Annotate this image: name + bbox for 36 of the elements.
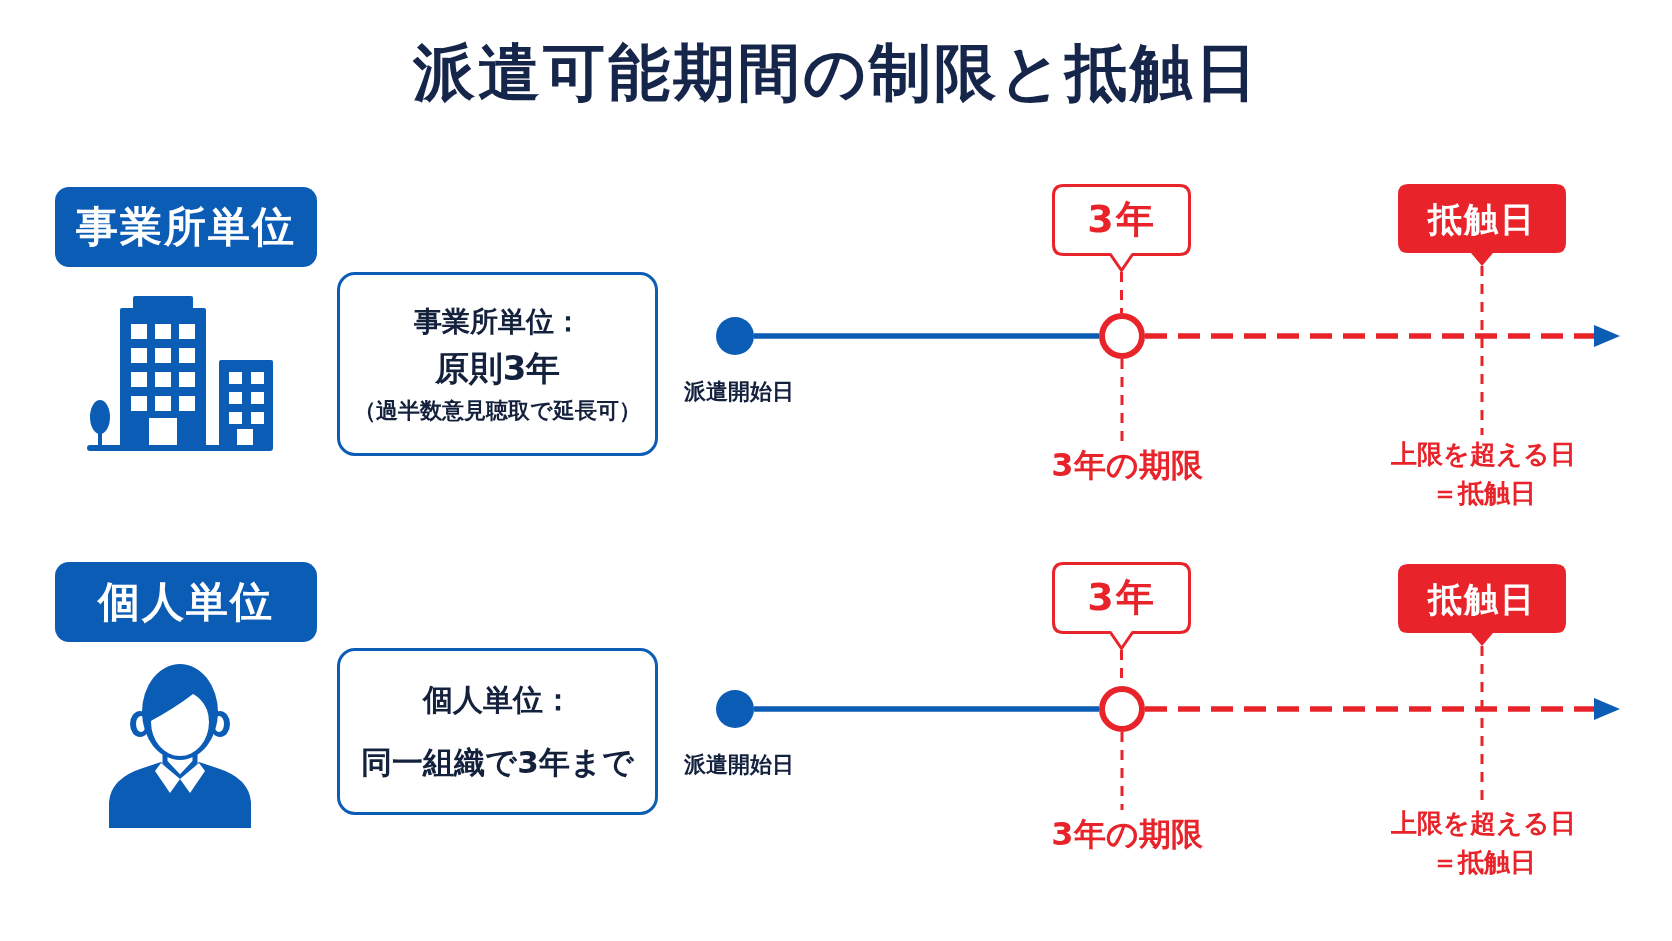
leader-line <box>1120 272 1123 313</box>
section-heading: 個人単位 <box>55 562 317 642</box>
milestone-ring <box>1099 313 1145 359</box>
callout-text: 3年 <box>1087 197 1156 243</box>
info-box <box>337 272 658 456</box>
deadline-label: 3年の期限 <box>1051 441 1203 489</box>
timeline-arrow <box>1145 698 1620 720</box>
start-date-label: 派遣開始日 <box>684 751 794 779</box>
start-dot <box>716 317 754 355</box>
speech-bubble <box>1052 562 1191 650</box>
section-heading: 事業所単位 <box>55 187 317 267</box>
title: 派遣可能期間の制限と抵触日 <box>412 36 1260 111</box>
info-box <box>337 648 658 815</box>
timeline-arrow <box>1145 325 1620 347</box>
timeline-line <box>754 706 1099 712</box>
box-text: 原則3年 <box>434 346 561 389</box>
leader-line <box>1120 359 1124 441</box>
milestone-ring <box>1099 686 1145 732</box>
deadline-label: 3年の期限 <box>1051 810 1203 858</box>
start-dot <box>716 690 754 728</box>
callout-text: 抵触日 <box>1428 198 1536 239</box>
conflict-date-label: 上限を超える日＝抵触日 <box>1391 804 1577 882</box>
box-note: （過半数意見聴取で延長可） <box>354 397 641 425</box>
callout-text: 抵触日 <box>1428 578 1536 619</box>
start-date-label: 派遣開始日 <box>684 378 794 406</box>
speech-bubble <box>1398 184 1566 266</box>
callout-text: 3年 <box>1087 575 1156 621</box>
speech-bubble <box>1398 564 1566 646</box>
box-heading: 事業所単位： <box>413 303 582 339</box>
box-heading: 個人単位： <box>422 681 573 719</box>
timeline-line <box>754 333 1099 339</box>
box-text: 同一組織で3年まで <box>361 742 634 782</box>
leader-line <box>1480 266 1484 435</box>
conflict-date-label: 上限を超える日＝抵触日 <box>1391 435 1577 513</box>
leader-line <box>1120 732 1124 810</box>
speech-bubble <box>1052 184 1191 272</box>
